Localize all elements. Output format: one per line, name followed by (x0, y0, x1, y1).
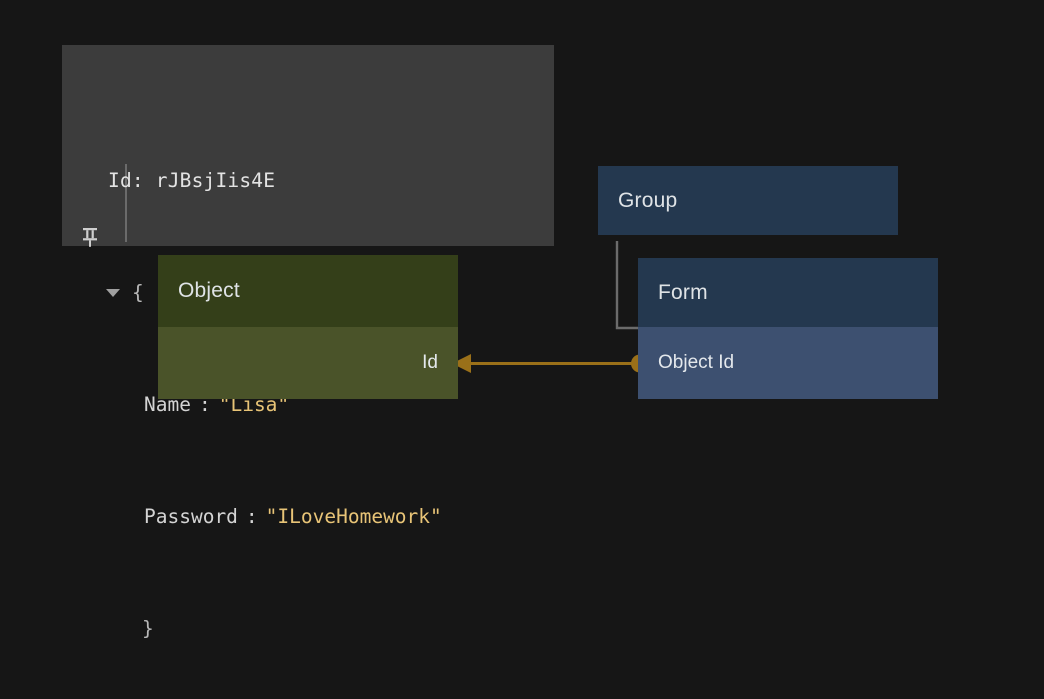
json-field-row[interactable]: Password : "ILoveHomework" (62, 503, 554, 531)
json-popup-title: Id: rJBsjIis4E (108, 169, 276, 192)
json-close-brace: } (142, 617, 154, 640)
entity-form-header[interactable]: Form (638, 258, 938, 327)
triangle-down-icon[interactable] (102, 282, 124, 304)
entity-form-title: Form (658, 280, 708, 304)
containment-connector (615, 241, 638, 330)
entity-object-title: Object (178, 279, 240, 302)
diagram-canvas[interactable]: Id: rJBsjIis4E { Name : "Lisa" Password … (0, 0, 1044, 640)
json-field-key: Password (144, 505, 238, 528)
json-field-value: "ILoveHomework" (265, 505, 442, 528)
json-open-brace: { (132, 281, 144, 304)
json-inspector-popup[interactable]: Id: rJBsjIis4E { Name : "Lisa" Password … (62, 45, 554, 640)
pushpin-icon[interactable] (80, 170, 100, 247)
json-field-separator: : (198, 393, 211, 416)
entity-form-field-label: Object Id (658, 352, 735, 373)
entity-group[interactable]: Group (598, 166, 898, 235)
json-close-row: } (62, 615, 554, 643)
json-root-row[interactable]: { (62, 279, 554, 307)
json-field-separator: : (245, 505, 258, 528)
entity-form-field-object-id[interactable]: Object Id (638, 327, 938, 399)
json-popup-title-row: Id: rJBsjIis4E (62, 167, 554, 247)
indent-guide-line (125, 164, 127, 242)
entity-object-header[interactable]: Object (158, 255, 458, 327)
entity-group-title: Group (618, 188, 678, 212)
entity-form[interactable]: Form Object Id (638, 258, 938, 399)
entity-object-field-label: Id (422, 352, 438, 373)
entity-object-field-id[interactable]: Id (158, 327, 458, 399)
entity-group-header[interactable]: Group (598, 166, 898, 235)
entity-object[interactable]: Object Id (158, 255, 458, 399)
